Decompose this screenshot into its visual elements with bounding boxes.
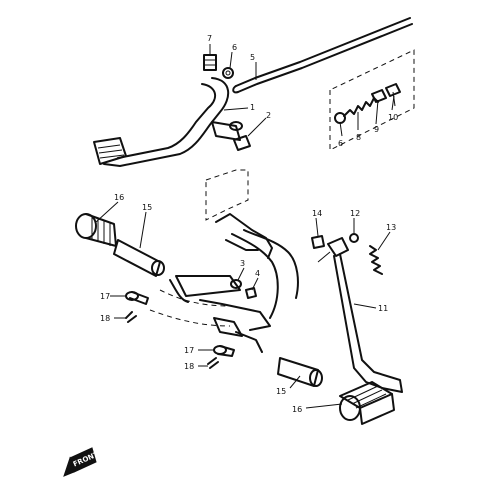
shift-rod bbox=[232, 17, 413, 94]
bolt-14 bbox=[311, 235, 325, 249]
clip-18-lower bbox=[207, 357, 219, 369]
footrest-bar-left bbox=[113, 239, 165, 277]
callout-1: 1 bbox=[250, 103, 255, 112]
callout-10: 10 bbox=[388, 113, 398, 122]
callout-17-lower: 17 bbox=[184, 346, 194, 355]
callout-16-right: 16 bbox=[292, 405, 302, 414]
front-marker bbox=[63, 447, 97, 477]
callout-2: 2 bbox=[266, 111, 271, 120]
washer-6-right bbox=[334, 112, 346, 124]
callout-3: 3 bbox=[240, 259, 245, 268]
callout-6-right: 6 bbox=[338, 139, 343, 148]
washer-6-top bbox=[222, 67, 234, 79]
callout-9: 9 bbox=[374, 125, 379, 134]
callout-15-left: 15 bbox=[142, 203, 152, 212]
footrest-bar-right bbox=[277, 357, 323, 387]
pin-17-left bbox=[125, 291, 149, 305]
assembly-box-right bbox=[329, 49, 415, 151]
callout-labels: 7 6 5 1 2 6 8 9 10 16 15 14 12 13 3 4 17… bbox=[72, 34, 398, 469]
leader-lines bbox=[95, 44, 395, 409]
callout-12: 12 bbox=[350, 209, 360, 218]
footrest-bracket bbox=[149, 213, 299, 353]
clip-18-left bbox=[125, 311, 137, 323]
callout-15-right: 15 bbox=[276, 387, 286, 396]
callout-13: 13 bbox=[386, 223, 396, 232]
callout-5: 5 bbox=[250, 53, 255, 62]
callout-11: 11 bbox=[378, 304, 388, 313]
callout-4: 4 bbox=[255, 269, 260, 278]
spring-8 bbox=[343, 97, 379, 117]
callout-16-left: 16 bbox=[114, 193, 124, 202]
callout-7: 7 bbox=[207, 34, 212, 43]
callout-18-lower: 18 bbox=[184, 362, 194, 371]
footrest-rubber-left bbox=[75, 213, 117, 247]
callout-8: 8 bbox=[356, 133, 361, 142]
callout-18-left: 18 bbox=[100, 314, 110, 323]
spring-13 bbox=[369, 245, 383, 275]
nut-4 bbox=[245, 287, 257, 299]
pin-17-lower bbox=[213, 345, 235, 357]
callout-14: 14 bbox=[312, 209, 322, 218]
callout-6-top: 6 bbox=[232, 43, 237, 52]
bolt-3 bbox=[230, 279, 242, 289]
footrest-rubber-right bbox=[339, 381, 395, 425]
shift-pedal bbox=[93, 77, 243, 167]
frame-outline bbox=[205, 169, 249, 221]
nut-9 bbox=[371, 89, 387, 103]
boss-2 bbox=[233, 135, 251, 151]
side-stand bbox=[317, 237, 403, 393]
washer-12 bbox=[349, 233, 359, 243]
callout-17-left: 17 bbox=[100, 292, 110, 301]
